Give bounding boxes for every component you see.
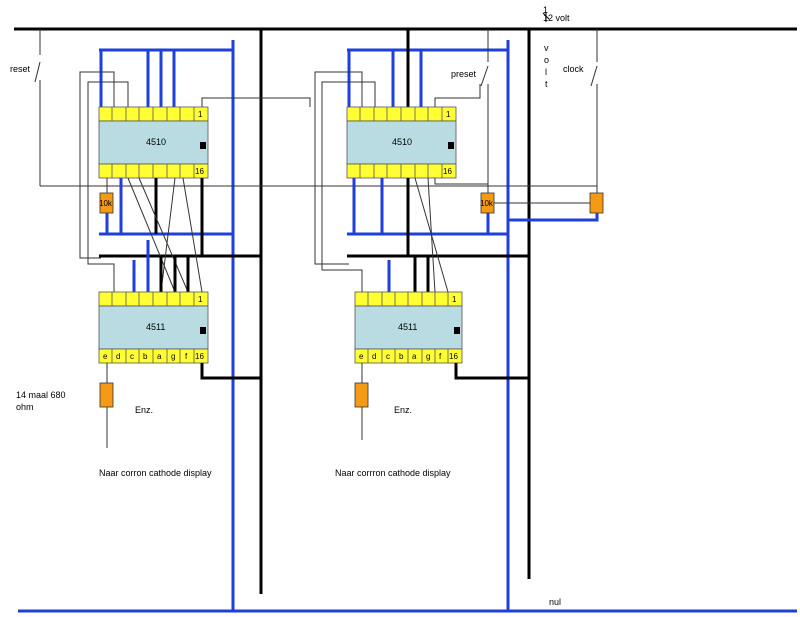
counter-chip-1-pin-dividers <box>111 107 195 178</box>
stage-1: 4510 1 16 10k <box>34 29 597 478</box>
stage1-decoder-supply <box>200 363 261 380</box>
counter-chip-2-pins-top <box>346 106 457 122</box>
decoder-chip-1-pin-dividers <box>111 292 195 363</box>
supply-vertical-o: o <box>544 55 549 65</box>
decoder-chip-1-pin16: 16 <box>195 352 204 361</box>
stage2-decoder-supply <box>454 363 529 380</box>
stage2-thin-wire-c <box>434 84 481 107</box>
stage1-thin-wire-c <box>201 97 311 107</box>
stage2-thin-wire-b <box>321 81 376 292</box>
counter-chip-1-notch <box>200 142 206 149</box>
counter-chip-1-label: 4510 <box>146 137 166 147</box>
decoder-chip-2-body <box>354 305 463 350</box>
stage1-continuation: Enz. <box>135 405 153 415</box>
stage2-thin-right <box>434 178 488 185</box>
clock-resistor <box>589 192 604 214</box>
decoder-chip-2-out-c: c <box>386 352 390 361</box>
decoder-chip-1-pins-top <box>98 291 209 307</box>
counter-chip-1-pin16: 16 <box>195 167 204 176</box>
counter-chip-2-label: 4510 <box>392 137 412 147</box>
counter-chip-1-pins-top <box>98 106 209 122</box>
decoder-chip-2-pins-top <box>354 291 463 307</box>
clock-label: clock <box>563 64 584 74</box>
decoder-chip-2-pin16: 16 <box>449 352 458 361</box>
stage1-thin-wire-b <box>87 81 129 292</box>
reset-label: reset <box>10 64 31 74</box>
supply-label-top: 1 <box>543 5 548 15</box>
counter-chip-2-pins-bottom <box>346 163 457 179</box>
decoder-chip-2-label: 4511 <box>398 322 417 332</box>
resistor-note-line1: 14 maal 680 <box>16 390 66 400</box>
counter-chip-1-pins-bottom <box>98 163 209 179</box>
decoder-chip-2-out-e: e <box>359 352 364 361</box>
supply-vertical-v: v <box>544 43 549 53</box>
stage2-thin-wire-a <box>314 71 363 265</box>
stage1-cross-4 <box>182 177 203 293</box>
stage2-output-resistor <box>354 382 369 408</box>
counter-chip-2-pin16: 16 <box>443 167 452 176</box>
decoder-chip-1-notch <box>200 327 206 334</box>
decoder-chip-2-out-g: g <box>426 352 430 361</box>
decoder-chip-1-out-f: f <box>185 352 188 361</box>
decoder-chip-2-notch <box>454 327 460 334</box>
clock-resistor-to-ground <box>508 213 599 222</box>
decoder-chip-1-label: 4511 <box>146 322 165 332</box>
decoder-chip-2-pin1: 1 <box>452 295 457 304</box>
counter-chip-1-body <box>98 120 209 165</box>
stage1-resistor-label: 10k <box>99 199 113 208</box>
decoder-chip-2-out-d: d <box>372 352 376 361</box>
stage-2: 4510 1 16 10k <box>314 29 604 478</box>
stage1-cross-2 <box>138 177 189 293</box>
preset-label: preset <box>451 69 477 79</box>
decoder-chip-1-out-c: c <box>130 352 134 361</box>
decoder-chip-2-pin-dividers <box>367 292 449 363</box>
counter-chip-2-notch <box>448 142 454 149</box>
decoder-chip-1-out-g: g <box>171 352 175 361</box>
stage2-resistor-label: 10k <box>480 199 494 208</box>
supply-vertical-t: t <box>545 79 548 89</box>
decoder-chip-2-out-f: f <box>439 352 442 361</box>
counter-chip-2-pin1: 1 <box>446 110 451 119</box>
decoder-chip-1-body <box>98 305 209 350</box>
supply-vertical-l: l <box>545 67 547 77</box>
preset-switch-blade <box>480 65 489 87</box>
counter-chip-2-pin-dividers <box>359 107 443 178</box>
counter-chip-2-body <box>346 120 457 165</box>
clock-switch-blade <box>590 65 598 87</box>
reset-switch-blade <box>34 61 41 83</box>
stage1-display-note: Naar corron cathode display <box>99 468 212 478</box>
decoder-chip-1-out-b: b <box>143 352 148 361</box>
decoder-chip-1-out-e: e <box>103 352 108 361</box>
stage1-cross-3 <box>160 177 176 293</box>
decoder-chip-2-out-b: b <box>399 352 404 361</box>
stage1-cross-1 <box>127 177 176 293</box>
stage1-output-resistor <box>99 382 114 408</box>
stage1-thin-wire-a <box>79 71 115 259</box>
stage2-cross-2 <box>427 177 436 293</box>
decoder-chip-1-out-a: a <box>157 352 162 361</box>
supply-voltage-label: 12 volt <box>543 13 570 23</box>
supply-tap-mark-2 <box>542 12 550 20</box>
ground-label: nul <box>549 597 561 607</box>
stage2-continuation: Enz. <box>394 405 412 415</box>
decoder-chip-1-pin1: 1 <box>198 295 203 304</box>
counter-chip-1-pin1: 1 <box>198 110 203 119</box>
decoder-chip-1-out-d: d <box>116 352 120 361</box>
decoder-chip-2-out-a: a <box>412 352 417 361</box>
resistor-note-line2: ohm <box>16 402 34 412</box>
stage2-display-note: Naar corrron cathode display <box>335 468 451 478</box>
